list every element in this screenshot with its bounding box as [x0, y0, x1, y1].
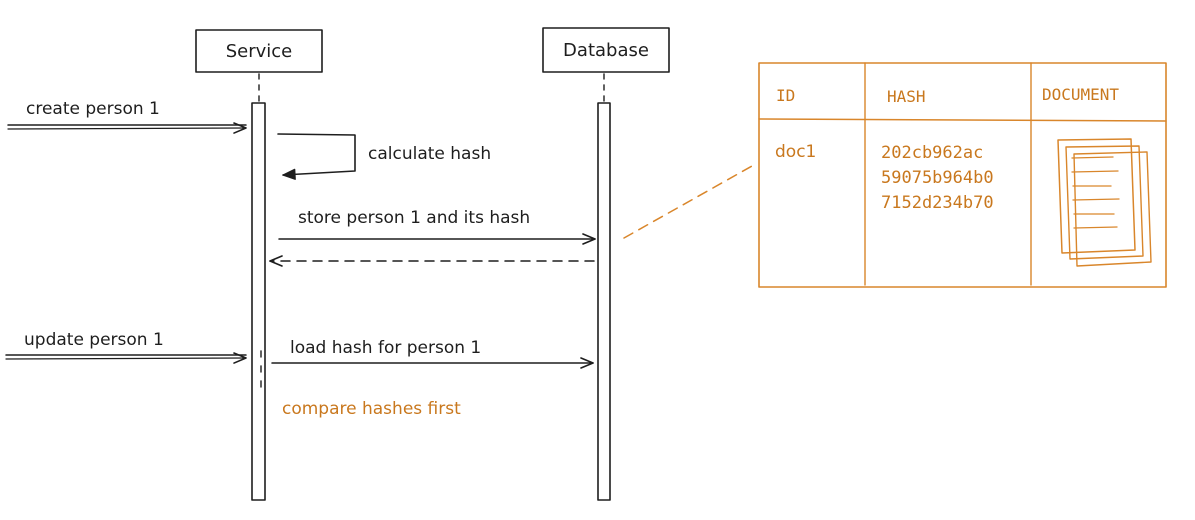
message-calculate-hash: calculate hash	[277, 133, 491, 180]
message-update-label: update person 1	[24, 330, 164, 350]
message-load-label: load hash for person 1	[290, 338, 481, 358]
hash-table-cell-hash-line-1: 202cb962ac	[881, 143, 983, 163]
hash-table-header-document: DOCUMENT	[1042, 85, 1119, 104]
hash-table: ID HASH DOCUMENT doc1 202cb962ac 59075b9…	[758, 62, 1167, 288]
participant-service-label: Service	[226, 41, 293, 62]
message-store-person: store person 1 and its hash	[278, 208, 596, 245]
message-create-person: create person 1	[7, 99, 247, 134]
message-update-person: update person 1	[5, 330, 247, 364]
hash-table-header-id: ID	[776, 86, 795, 105]
document-stack-icon	[1057, 138, 1152, 267]
hash-table-header-hash: HASH	[887, 87, 926, 106]
participant-database: Database	[542, 27, 670, 73]
message-create-label: create person 1	[26, 99, 160, 119]
hash-table-cell-id: doc1	[775, 142, 816, 162]
service-activation-bar	[251, 102, 266, 501]
message-store-label: store person 1 and its hash	[298, 208, 530, 228]
message-load-hash: load hash for person 1	[271, 338, 594, 369]
hash-table-cell-hash-line-2: 59075b964b0	[881, 168, 994, 188]
compare-hashes-note: compare hashes first	[282, 399, 461, 419]
hash-table-cell-hash-line-3: 7152d234b70	[881, 193, 994, 213]
table-connector	[623, 165, 753, 239]
hash-table-frame	[758, 62, 1167, 288]
message-calculate-label: calculate hash	[368, 144, 491, 164]
hash-table-header-rule	[758, 118, 1167, 122]
database-activation-bar	[597, 102, 611, 501]
participant-service: Service	[195, 29, 323, 73]
participant-database-label: Database	[563, 40, 649, 61]
